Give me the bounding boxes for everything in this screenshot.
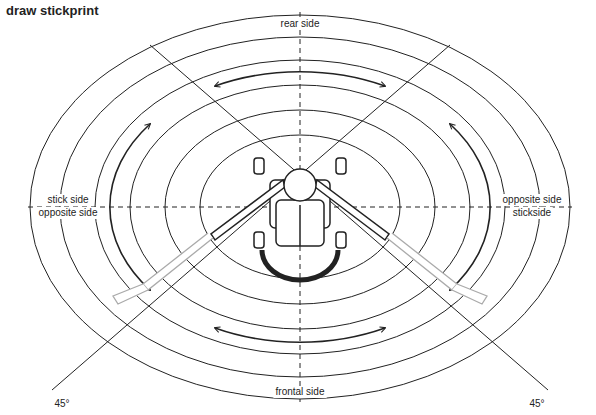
- diagonal-lines: [52, 45, 548, 390]
- ring-label: frontal side: [274, 386, 327, 398]
- diagram-title: draw stickprint: [6, 3, 98, 18]
- angle-label: 45°: [52, 398, 71, 410]
- range-arrows: [110, 72, 490, 343]
- side-label: stickside: [511, 207, 553, 219]
- angle-label: 45°: [527, 398, 546, 410]
- axis-lines: [28, 12, 572, 402]
- side-label: stick side: [45, 194, 90, 206]
- wheelchair-player: [113, 158, 487, 304]
- ring-label: rear side: [279, 18, 322, 30]
- side-label: opposite side: [37, 207, 100, 219]
- side-label: opposite side: [501, 194, 564, 206]
